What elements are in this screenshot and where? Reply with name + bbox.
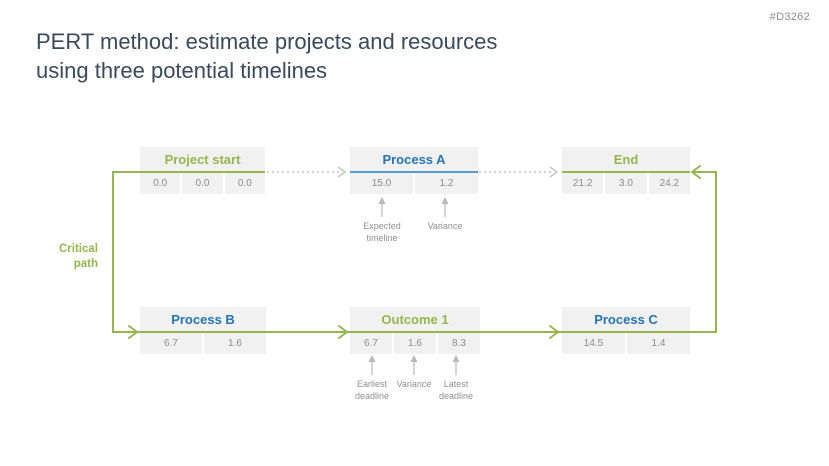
page-title-line-1: PERT method: estimate projects and resou… — [36, 29, 498, 54]
critical-path-label-line-2: path — [73, 258, 98, 270]
value-cell: 3.0 — [605, 173, 647, 194]
value-cell: 15.0 — [350, 173, 413, 194]
arrow-into-process-c-icon — [549, 325, 559, 339]
value-cell: 1.2 — [415, 173, 478, 194]
doc-code: #D3262 — [769, 11, 810, 23]
node-end: End 21.2 3.0 24.2 — [562, 147, 690, 194]
arrow-into-outcome-1-icon — [338, 325, 348, 339]
node-values: 14.5 1.4 — [562, 333, 690, 354]
node-values: 0.0 0.0 0.0 — [140, 173, 265, 194]
dotted-arrow-into-process-a-icon — [337, 166, 347, 178]
value-cell: 6.7 — [140, 333, 202, 354]
node-process-a: Process A 15.0 1.2 — [350, 147, 478, 194]
stem-arrow-up-icon — [368, 355, 376, 362]
node-title: Project start — [140, 147, 265, 173]
annotation-line: deadline — [438, 391, 474, 401]
annotation-expected-timeline: Expected timeline — [350, 220, 414, 244]
node-values: 15.0 1.2 — [350, 173, 478, 194]
dotted-arrow-into-end-icon — [549, 166, 559, 178]
annotation-variance-bottom: Variance — [382, 378, 446, 390]
annotation-line: Earliest — [356, 379, 387, 389]
annotation-latest-deadline: Latest deadline — [424, 378, 488, 402]
arrow-into-process-b-icon — [128, 325, 138, 339]
annotation-line: timeline — [366, 233, 398, 243]
annotation-line: Variance — [427, 221, 463, 231]
value-cell: 0.0 — [182, 173, 223, 194]
value-cell: 1.6 — [204, 333, 266, 354]
value-cell: 0.0 — [140, 173, 181, 194]
node-values: 21.2 3.0 24.2 — [562, 173, 690, 194]
value-cell: 6.7 — [350, 333, 392, 354]
annotation-line: deadline — [354, 391, 390, 401]
value-cell: 0.0 — [224, 173, 265, 194]
node-outcome-1: Outcome 1 6.7 1.6 8.3 — [350, 307, 480, 354]
node-title: Process A — [350, 147, 478, 173]
value-cell: 14.5 — [562, 333, 625, 354]
value-cell: 1.6 — [394, 333, 436, 354]
stem-arrow-up-icon — [452, 355, 460, 362]
page-title: PERT method: estimate projects and resou… — [36, 27, 497, 85]
node-title: Process B — [140, 307, 266, 333]
arrow-into-end-icon — [691, 165, 701, 179]
node-values: 6.7 1.6 — [140, 333, 266, 354]
annotation-line: Variance — [396, 379, 432, 389]
annotation-line: Expected — [363, 221, 401, 231]
value-cell: 24.2 — [648, 173, 690, 194]
node-project-start: Project start 0.0 0.0 0.0 — [140, 147, 265, 194]
critical-path-label: Critical path — [30, 242, 98, 272]
annotation-earliest-deadline: Earliest deadline — [340, 378, 404, 402]
critical-path-label-line-1: Critical — [59, 243, 98, 255]
value-cell: 1.4 — [627, 333, 690, 354]
annotation-line: Latest — [443, 379, 469, 389]
value-cell: 21.2 — [562, 173, 604, 194]
node-process-c: Process C 14.5 1.4 — [562, 307, 690, 354]
node-values: 6.7 1.6 8.3 — [350, 333, 480, 354]
stem-arrow-up-icon — [378, 197, 386, 204]
stem-arrow-up-icon — [441, 197, 449, 204]
annotation-variance-top: Variance — [413, 220, 477, 232]
node-title: Process C — [562, 307, 690, 333]
page-title-line-2: using three potential timelines — [36, 58, 328, 83]
value-cell: 8.3 — [438, 333, 480, 354]
node-title: End — [562, 147, 690, 173]
stem-arrow-up-icon — [410, 355, 418, 362]
node-process-b: Process B 6.7 1.6 — [140, 307, 266, 354]
node-title: Outcome 1 — [350, 307, 480, 333]
